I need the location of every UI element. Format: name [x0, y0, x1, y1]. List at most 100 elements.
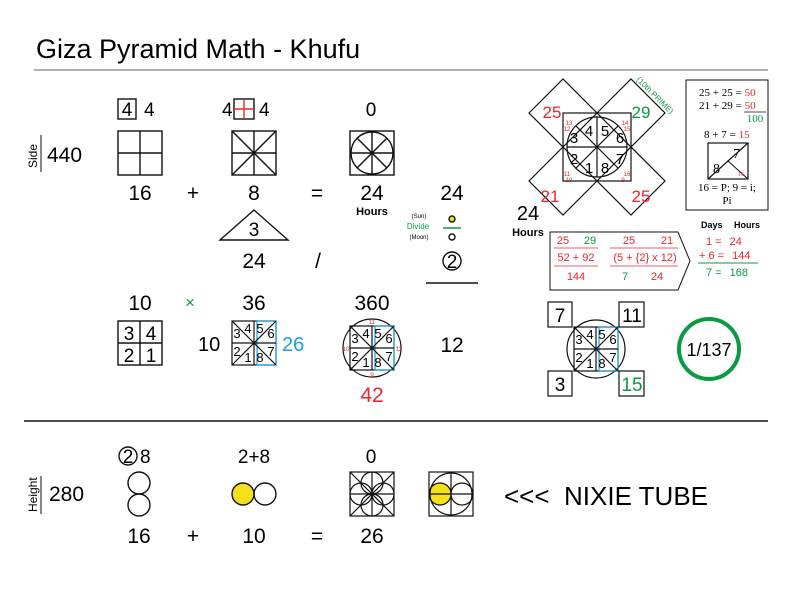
eq-line-pi-def: 16 = P; 9 = i; — [698, 182, 756, 194]
divide-icon — [443, 215, 461, 241]
eq-line-pi: Pi — [722, 195, 731, 207]
arrow-25b: 25 — [623, 235, 635, 247]
value-26: 26 — [282, 334, 304, 356]
circled-2-ring — [442, 251, 462, 271]
value-24: 24 — [360, 182, 384, 205]
height-8: 8 — [140, 447, 151, 468]
cross-figure: 25 29 21 25 (10th PRIME) 13 12 14 15 11 … — [528, 75, 675, 216]
cross-25-bottom: 25 — [632, 187, 651, 206]
stacked-circles — [127, 471, 151, 517]
fine-structure-ring — [677, 317, 741, 381]
small-16: 16 — [624, 172, 631, 178]
height-16: 16 — [127, 525, 150, 548]
wheel-digit: 4 — [244, 321, 251, 336]
days-row-3: 7 =168 — [706, 267, 748, 279]
arrow-24: 24 — [651, 271, 663, 283]
wheel-circle-fine: 3 4 5 6 2 1 8 7 — [566, 319, 626, 379]
eq-line-1: 25 + 25 =50 — [699, 87, 756, 99]
fine-structure-value: 1/137 — [686, 340, 731, 360]
page-title: Giza Pyramid Math - Khufu — [36, 34, 360, 64]
moon-label: (Moon) — [409, 235, 428, 241]
eq-tri-8: 8 — [713, 162, 720, 177]
wheel-digit: 4 — [586, 327, 593, 342]
eq-tri-7: 7 — [733, 147, 740, 162]
wheel-digit: 7 — [609, 350, 616, 365]
value-42: 42 — [360, 384, 383, 407]
wheel-digit: 7 — [385, 349, 392, 364]
wheel-digit: 1 — [586, 356, 593, 371]
box-3-value: 3 — [555, 375, 566, 396]
cross-value-24: 24 — [517, 203, 539, 225]
wheel-digit: 2 — [233, 344, 240, 359]
plus-sign: + — [187, 182, 199, 205]
days-row-2: + 6 =144 — [699, 250, 750, 262]
arrow-25: 25 — [557, 235, 569, 247]
box-15-value: 15 — [621, 375, 642, 396]
height-0: 0 — [366, 447, 377, 468]
wheel-digit: 8 — [601, 160, 609, 177]
wheel-digit: 4 — [585, 123, 593, 140]
wheel-digit: 4 — [362, 326, 369, 341]
value-8: 8 — [248, 182, 260, 205]
wheel-digit: 1 — [585, 160, 593, 177]
arrow-formula: (5 + {2} x 12) — [613, 252, 676, 264]
circle-square — [349, 130, 395, 176]
label-4-left: 4 — [222, 100, 233, 121]
value-36: 36 — [242, 292, 265, 315]
small-9: 9 — [621, 178, 625, 184]
eq-line-4: 8 + 7 =15 — [704, 129, 750, 141]
times-sign: × — [185, 293, 195, 312]
mark-12: 12 — [396, 347, 403, 353]
days-header: Days — [701, 220, 723, 230]
mark-10: 10 — [343, 347, 350, 353]
height-26: 26 — [360, 525, 383, 548]
divide-label: Divide — [407, 222, 430, 231]
grid-cell: 3 — [124, 324, 135, 345]
days-row-1: 1 =24 — [706, 236, 742, 248]
sun-label: (Sun) — [412, 214, 427, 220]
value-0: 0 — [366, 100, 377, 121]
box-7 — [547, 301, 573, 328]
circled-2-value: 2 — [447, 252, 458, 273]
arrow-52-92: 52 + 92 — [557, 252, 594, 264]
height-plus: + — [187, 525, 199, 548]
small-10: 10 — [566, 178, 573, 184]
wheel-digit: 5 — [601, 123, 609, 140]
wheel-digit: 1 — [362, 355, 369, 370]
grid-3421: 3 4 2 1 — [117, 320, 163, 367]
eight-way-square — [231, 130, 277, 176]
box-11-value: 11 — [622, 306, 642, 327]
height-value: 280 — [49, 483, 84, 506]
triangle-3 — [218, 209, 290, 241]
red-cross-box — [233, 98, 255, 120]
wheel-digit: 2 — [570, 151, 578, 168]
wheel-digit: 7 — [267, 344, 274, 359]
box-11 — [618, 301, 645, 328]
value-24-right: 24 — [440, 182, 464, 205]
box-3 — [547, 370, 573, 397]
arrow-144: 144 — [567, 271, 585, 283]
mark-9: 9 — [370, 373, 374, 379]
grid-cell: 4 — [146, 324, 157, 345]
value-360: 360 — [354, 292, 389, 315]
small-15: 15 — [624, 127, 631, 133]
side-value: 440 — [47, 144, 82, 167]
box-15 — [618, 370, 645, 397]
arrow-calc-box: 25 29 25 21 52 + 92 (5 + {2} x 12) 144 7… — [549, 231, 691, 291]
days-hours-table: Days Hours 1 =24 + 6 =144 7 =168 — [698, 220, 760, 279]
nixie-tube-label: <<< NIXIE TUBE — [504, 481, 708, 511]
wheel-square-36: 3 4 5 6 2 1 8 7 — [231, 320, 277, 366]
wheel-digit: 6 — [616, 130, 624, 147]
height-label: Height — [26, 477, 40, 512]
eq-tri-16: 16 — [738, 172, 744, 178]
wheel-digit: 3 — [351, 331, 358, 346]
value-10: 10 — [128, 292, 151, 315]
wheel-digit: 3 — [233, 326, 240, 341]
small-13: 13 — [566, 121, 573, 127]
label-4: 4 — [144, 100, 155, 121]
triangle-3-value: 3 — [249, 220, 260, 241]
cross-25-top: 25 — [543, 103, 562, 122]
wheel-digit: 6 — [267, 326, 274, 341]
box-7-value: 7 — [555, 306, 566, 327]
